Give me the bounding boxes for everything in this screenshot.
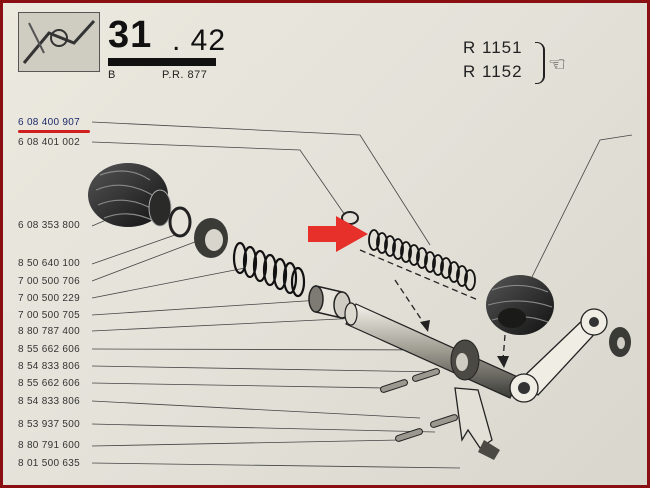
assembly-arrowhead-1 bbox=[420, 320, 430, 332]
part-number-14: 8 80 791 600 bbox=[18, 440, 80, 451]
rubber-boot-right bbox=[486, 275, 554, 335]
lever-arm bbox=[509, 308, 608, 403]
part-number-15: 8 01 500 635 bbox=[18, 458, 80, 469]
part-number-3: 6 08 353 800 bbox=[18, 220, 80, 231]
coil-spring-right bbox=[368, 229, 476, 291]
part-number-9: 8 55 662 606 bbox=[18, 344, 80, 355]
part-number-13: 8 53 937 500 bbox=[18, 419, 80, 430]
model-number-2: R 1152 bbox=[463, 62, 523, 81]
reference-number: 31 bbox=[108, 14, 153, 56]
assembly-arrowhead-2 bbox=[497, 356, 509, 368]
part-number-8: 8 80 787 400 bbox=[18, 326, 80, 337]
red-pointer-arrow-icon bbox=[308, 216, 368, 252]
part-number-11: 8 55 662 606 bbox=[18, 378, 80, 389]
part-number-6: 7 00 500 229 bbox=[18, 293, 80, 304]
reference-subnumber: . 42 bbox=[172, 24, 227, 57]
pointing-hand-icon: ☜ bbox=[548, 54, 566, 76]
circlip bbox=[168, 206, 192, 238]
variant-letter: B bbox=[108, 69, 116, 81]
pr-code: P.R. 877 bbox=[162, 69, 208, 81]
rubber-boot-left bbox=[88, 163, 172, 227]
part-number-10: 8 54 833 806 bbox=[18, 361, 80, 372]
thumbnail-drawing bbox=[19, 13, 99, 71]
bushing bbox=[308, 285, 351, 319]
selector-shaft bbox=[344, 302, 521, 399]
leader-lines bbox=[91, 121, 633, 469]
selector-fork bbox=[454, 387, 500, 460]
highlight-underline bbox=[18, 130, 90, 133]
model-number-1: R 1151 bbox=[463, 38, 523, 57]
part-number-4: 8 50 640 100 bbox=[18, 258, 80, 269]
coil-spring-left bbox=[232, 241, 306, 298]
roll-pins bbox=[380, 368, 458, 442]
reference-bar bbox=[108, 58, 216, 66]
part-number-12: 8 54 833 806 bbox=[18, 396, 80, 407]
assembly-lines bbox=[359, 249, 506, 361]
part-number-7: 7 00 500 705 bbox=[18, 310, 80, 321]
part-number-5: 7 00 500 706 bbox=[18, 276, 80, 287]
thumbnail-image bbox=[18, 12, 100, 72]
part-number-2: 6 08 401 002 bbox=[18, 137, 80, 148]
bearing-ring bbox=[194, 218, 228, 258]
part-number-1: 6 08 400 907 bbox=[18, 117, 80, 128]
nut bbox=[609, 327, 631, 357]
